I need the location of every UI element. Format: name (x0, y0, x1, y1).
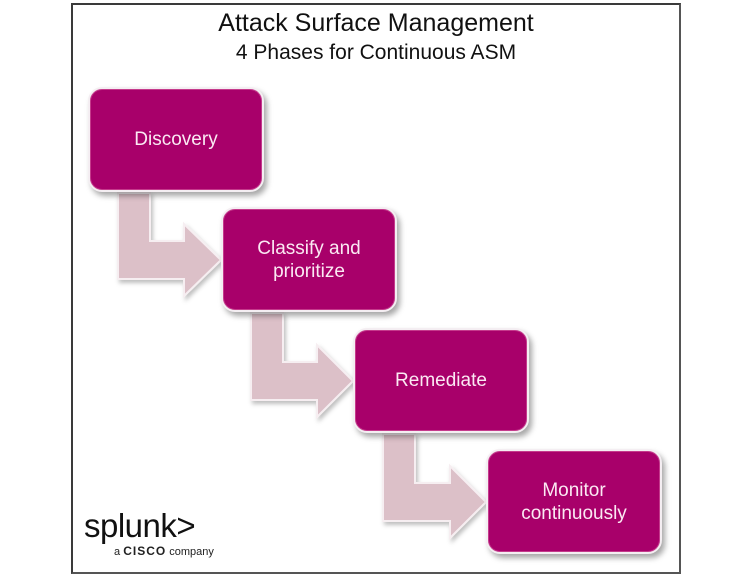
logo-tagline-prefix: a (114, 546, 121, 558)
phase-label-line2: continuously (521, 502, 627, 524)
phase-label-line1: Monitor (542, 479, 606, 501)
logo-tagline-suffix: company (169, 546, 214, 558)
splunk-logo: splunk> a CISCO company (84, 508, 214, 559)
phase-label-line1: Classify and (257, 237, 361, 259)
arrow-discovery-to-classify (117, 192, 223, 299)
diagram-title: Attack Surface Management (218, 9, 534, 37)
phase-label: Discovery (134, 129, 218, 150)
phase-label: Remediate (395, 370, 487, 391)
logo-tagline-company: CISCO (123, 544, 167, 558)
phase-box-remediate: Remediate (353, 328, 529, 433)
logo-tagline: a CISCO company (114, 544, 214, 559)
arrow-remediate-to-monitor (382, 433, 488, 541)
diagram-subtitle: 4 Phases for Continuous ASM (235, 41, 517, 64)
phase-label-line2: prioritize (273, 260, 345, 282)
arrow-classify-to-remediate (250, 312, 355, 420)
logo-brand: splunk> (84, 507, 196, 544)
phase-box-classify-prioritize: Classify and prioritize (221, 207, 397, 312)
phase-box-monitor: Monitor continuously (486, 449, 662, 554)
phase-box-discovery: Discovery (88, 87, 264, 192)
